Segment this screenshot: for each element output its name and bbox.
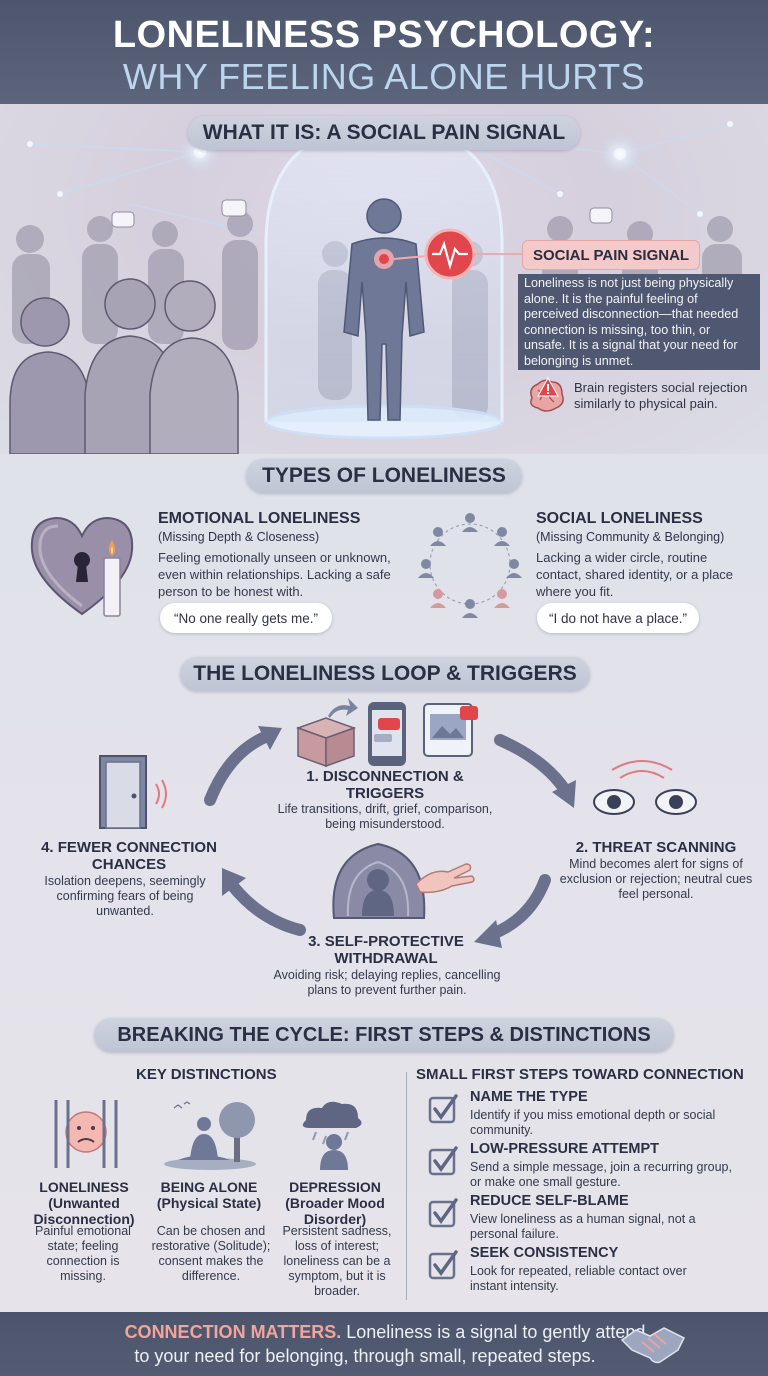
step1-title: NAME THE TYPE (470, 1089, 588, 1105)
loop-illustration (99, 698, 697, 948)
distinction-loneliness-body: Painful emotional state; feeling connect… (35, 1224, 131, 1283)
emotional-loneliness-body: Feeling emotionally unseen or unknown, e… (158, 550, 391, 599)
social-loneliness-body: Lacking a wider circle, routine contact,… (536, 550, 734, 599)
page-title-line1: LONELINESS PSYCHOLOGY: (112, 14, 656, 56)
footer-text1: Loneliness is a signal to gently attend (341, 1322, 646, 1342)
distinction-alone-title: BEING ALONE (Physical State) (156, 1179, 262, 1211)
handshake-icon (620, 1327, 686, 1364)
loop-step1-body: Life transitions, drift, grief, comparis… (277, 802, 493, 831)
distinction-depression-body: Persistent sadness, loss of interest; lo… (282, 1224, 392, 1298)
footer-line1: CONNECTION MATTERS. Loneliness is a sign… (60, 1322, 710, 1343)
social-loneliness-subtitle: (Missing Community & Belonging) (536, 530, 725, 544)
emotional-loneliness-subtitle: (Missing Depth & Closeness) (158, 530, 320, 544)
loop-step4-body: Isolation deepens, seemingly confirming … (44, 874, 206, 918)
step2-body: Send a simple message, join a recurring … (470, 1160, 732, 1189)
social-loneliness-title: SOCIAL LONELINESS (536, 510, 703, 527)
locked-heart-icon (30, 516, 134, 617)
loop-step4-title: 4. FEWER CONNECTION CHANCES (41, 839, 217, 873)
social-pain-badge: SOCIAL PAIN SIGNAL (522, 240, 700, 270)
step1-body: Identify if you miss emotional depth or … (470, 1108, 716, 1137)
loneliness-definition: Loneliness is not just being physically … (518, 274, 760, 370)
section-heading-what-it-is: WHAT IT IS: A SOCIAL PAIN SIGNAL (188, 116, 580, 150)
community-circle-icon (418, 513, 522, 618)
loop-step3-title: 3. SELF-PROTECTIVE WITHDRAWAL (308, 933, 464, 967)
section-heading-loop: THE LONELINESS LOOP & TRIGGERS (180, 657, 590, 691)
emotional-loneliness-title: EMOTIONAL LONELINESS (158, 510, 361, 527)
header: LONELINESS PSYCHOLOGY: WHY FEELING ALONE… (0, 0, 768, 104)
loop-step2-body: Mind becomes alert for signs of exclusio… (559, 857, 753, 901)
first-steps-heading: SMALL FIRST STEPS TOWARD CONNECTION (416, 1066, 744, 1083)
step4-title: SEEK CONSISTENCY (470, 1245, 619, 1261)
step2-title: LOW-PRESSURE ATTEMPT (470, 1141, 660, 1157)
page-title-line2: WHY FEELING ALONE HURTS (122, 56, 646, 97)
section-heading-types: TYPES OF LONELINESS (246, 459, 522, 493)
footer-highlight: CONNECTION MATTERS. (124, 1322, 342, 1342)
crowd-illustration (9, 121, 742, 454)
brain-note-text: Brain registers social rejection similar… (574, 380, 748, 411)
checkbox-icons (428, 1094, 458, 1280)
column-divider (406, 1072, 407, 1300)
section-heading-breaking: BREAKING THE CYCLE: FIRST STEPS & DISTIN… (94, 1018, 674, 1052)
loop-step3-body: Avoiding risk; delaying replies, cancell… (273, 968, 501, 997)
brain-warning-icon (530, 376, 564, 412)
loop-step2-title: 2. THREAT SCANNING (575, 839, 737, 856)
brain-note: Brain registers social rejection similar… (522, 376, 762, 420)
step3-body: View loneliness as a human signal, not a… (470, 1212, 696, 1241)
distinction-loneliness-title: LONELINESS (Unwanted Disconnection) (33, 1179, 135, 1227)
key-distinctions-heading: KEY DISTINCTIONS (136, 1066, 277, 1083)
social-quote: “I do not have a place.” (537, 603, 699, 633)
distinction-alone-body: Can be chosen and restorative (Solitude)… (151, 1224, 271, 1283)
footer-line2: to your need for belonging, through smal… (134, 1346, 596, 1366)
footer: CONNECTION MATTERS. Loneliness is a sign… (0, 1312, 768, 1376)
loop-step1-title: 1. DISCONNECTION & TRIGGERS (306, 768, 464, 802)
distinction-icons (54, 1100, 362, 1170)
caged-face-icon (54, 1100, 118, 1168)
step4-body: Look for repeated, reliable contact over… (470, 1264, 687, 1293)
distinction-depression-title: DEPRESSION (Broader Mood Disorder) (285, 1179, 385, 1227)
step3-title: REDUCE SELF-BLAME (470, 1193, 629, 1209)
emotional-quote: “No one really gets me.” (160, 603, 332, 633)
